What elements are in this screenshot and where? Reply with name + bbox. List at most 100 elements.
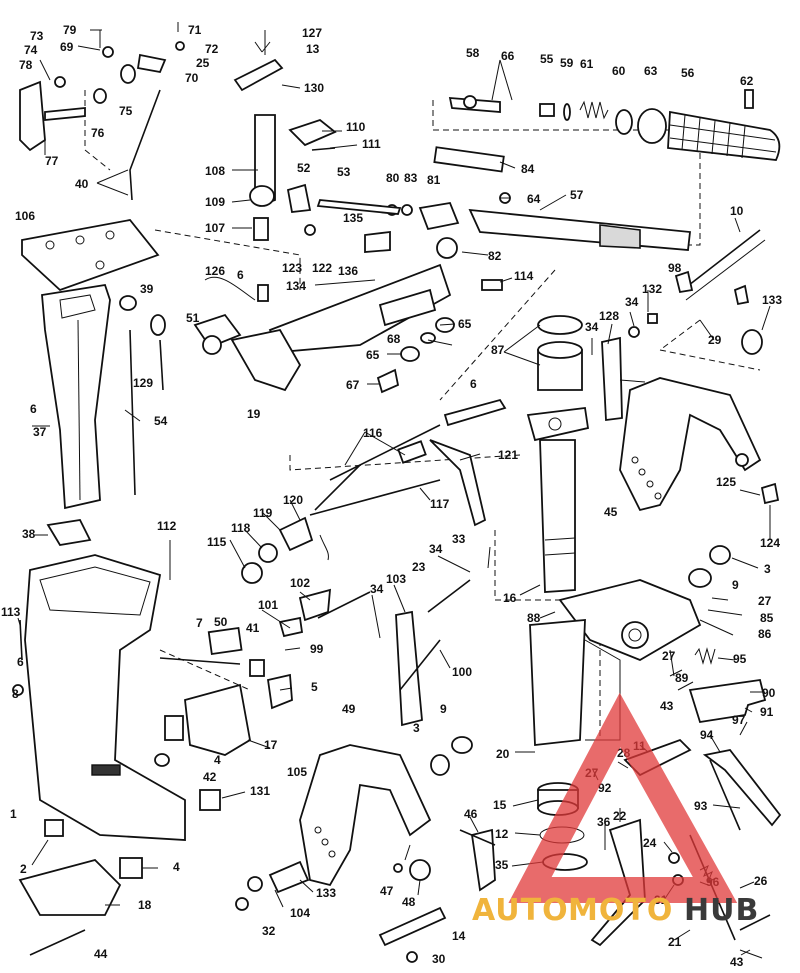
- label-17: 17: [264, 738, 278, 752]
- label-132: 132: [642, 282, 662, 296]
- label-22: 22: [613, 809, 627, 823]
- label-82: 82: [488, 249, 502, 263]
- label-5: 5: [311, 680, 318, 694]
- label-27-b: 27: [662, 649, 676, 663]
- label-135: 135: [343, 211, 363, 225]
- label-83: 83: [404, 171, 418, 185]
- label-109: 109: [205, 195, 225, 209]
- label-14: 14: [452, 929, 466, 943]
- label-127: 127: [302, 26, 322, 40]
- label-114: 114: [514, 269, 534, 283]
- label-113: 113: [1, 605, 21, 619]
- label-13: 13: [306, 42, 320, 56]
- label-1: 1: [10, 807, 17, 821]
- label-60: 60: [612, 64, 626, 78]
- label-123: 123: [282, 261, 302, 275]
- label-12: 12: [495, 827, 509, 841]
- label-101: 101: [258, 598, 278, 612]
- label-133-b: 133: [316, 886, 336, 900]
- label-85: 85: [760, 611, 774, 625]
- label-112: 112: [157, 519, 177, 533]
- label-16: 16: [503, 591, 517, 605]
- label-66: 66: [501, 49, 515, 63]
- label-72: 72: [205, 42, 219, 56]
- label-46: 46: [464, 807, 478, 821]
- throttle-parts: [249, 114, 337, 241]
- label-64: 64: [527, 192, 541, 206]
- label-87: 87: [491, 343, 505, 357]
- label-4-a: 4: [214, 753, 221, 767]
- label-37: 37: [33, 425, 47, 439]
- watermark-text-moto: MOTO: [568, 893, 673, 928]
- label-100: 100: [452, 665, 472, 679]
- label-25: 25: [196, 56, 210, 70]
- label-53: 53: [337, 165, 351, 179]
- label-42: 42: [203, 770, 217, 784]
- label-117: 117: [430, 497, 450, 511]
- label-57: 57: [570, 188, 584, 202]
- label-115: 115: [207, 535, 227, 549]
- label-79: 79: [63, 23, 77, 37]
- label-76: 76: [91, 126, 105, 140]
- label-81: 81: [427, 173, 441, 187]
- label-86: 86: [758, 627, 772, 641]
- label-136: 136: [338, 264, 358, 278]
- label-6-d: 6: [17, 655, 24, 669]
- label-67: 67: [346, 378, 360, 392]
- label-128: 128: [599, 309, 619, 323]
- swivel-bracket: [193, 224, 503, 394]
- drive-shaft-housing: [12, 519, 186, 956]
- label-133-a: 133: [762, 293, 782, 307]
- label-3-a: 3: [764, 562, 771, 576]
- clamp-bracket-lower: [235, 744, 496, 963]
- label-98: 98: [668, 261, 682, 275]
- label-106: 106: [15, 209, 35, 223]
- label-95: 95: [733, 652, 747, 666]
- label-27-a: 27: [758, 594, 772, 608]
- label-71: 71: [188, 23, 202, 37]
- label-40: 40: [75, 177, 89, 191]
- label-41: 41: [246, 621, 260, 635]
- watermark-triangle-icon: [508, 692, 738, 903]
- part-number-labels: 79 71 127 73 74 69 72 13 78 25 70 130 75…: [1, 23, 782, 969]
- label-20: 20: [496, 747, 510, 761]
- label-125: 125: [716, 475, 736, 489]
- label-15: 15: [493, 798, 507, 812]
- label-9-a: 9: [732, 578, 739, 592]
- label-88: 88: [527, 611, 541, 625]
- control-cables: [241, 398, 507, 584]
- label-6-a: 6: [237, 268, 244, 282]
- label-73: 73: [30, 29, 44, 43]
- label-104: 104: [290, 906, 310, 920]
- label-6-c: 6: [30, 402, 37, 416]
- label-80: 80: [386, 171, 400, 185]
- shift-linkage: [19, 22, 284, 201]
- label-21: 21: [668, 935, 682, 949]
- label-54: 54: [154, 414, 168, 428]
- label-59: 59: [560, 56, 574, 70]
- label-111: 111: [362, 137, 381, 151]
- label-99: 99: [310, 642, 324, 656]
- swivel-housing: [529, 568, 767, 747]
- label-50: 50: [214, 615, 228, 629]
- label-58: 58: [466, 46, 480, 60]
- label-38: 38: [22, 527, 36, 541]
- label-126: 126: [205, 264, 225, 278]
- label-32: 32: [262, 924, 276, 938]
- tiller-handle: [316, 89, 781, 259]
- label-52: 52: [297, 161, 311, 175]
- label-69: 69: [60, 40, 74, 54]
- label-91: 91: [760, 705, 774, 719]
- label-34-c: 34: [429, 542, 443, 556]
- label-131: 131: [250, 784, 270, 798]
- watermark-text-auto: AUTO: [472, 893, 569, 928]
- label-8: 8: [12, 687, 19, 701]
- steering-shaft: [526, 315, 590, 593]
- label-35: 35: [495, 858, 509, 872]
- label-51: 51: [186, 311, 200, 325]
- label-92: 92: [598, 781, 612, 795]
- watermark-logo: AUTO MOTO HUB: [472, 692, 758, 928]
- label-19: 19: [247, 407, 261, 421]
- label-134: 134: [286, 279, 306, 293]
- label-18: 18: [138, 898, 152, 912]
